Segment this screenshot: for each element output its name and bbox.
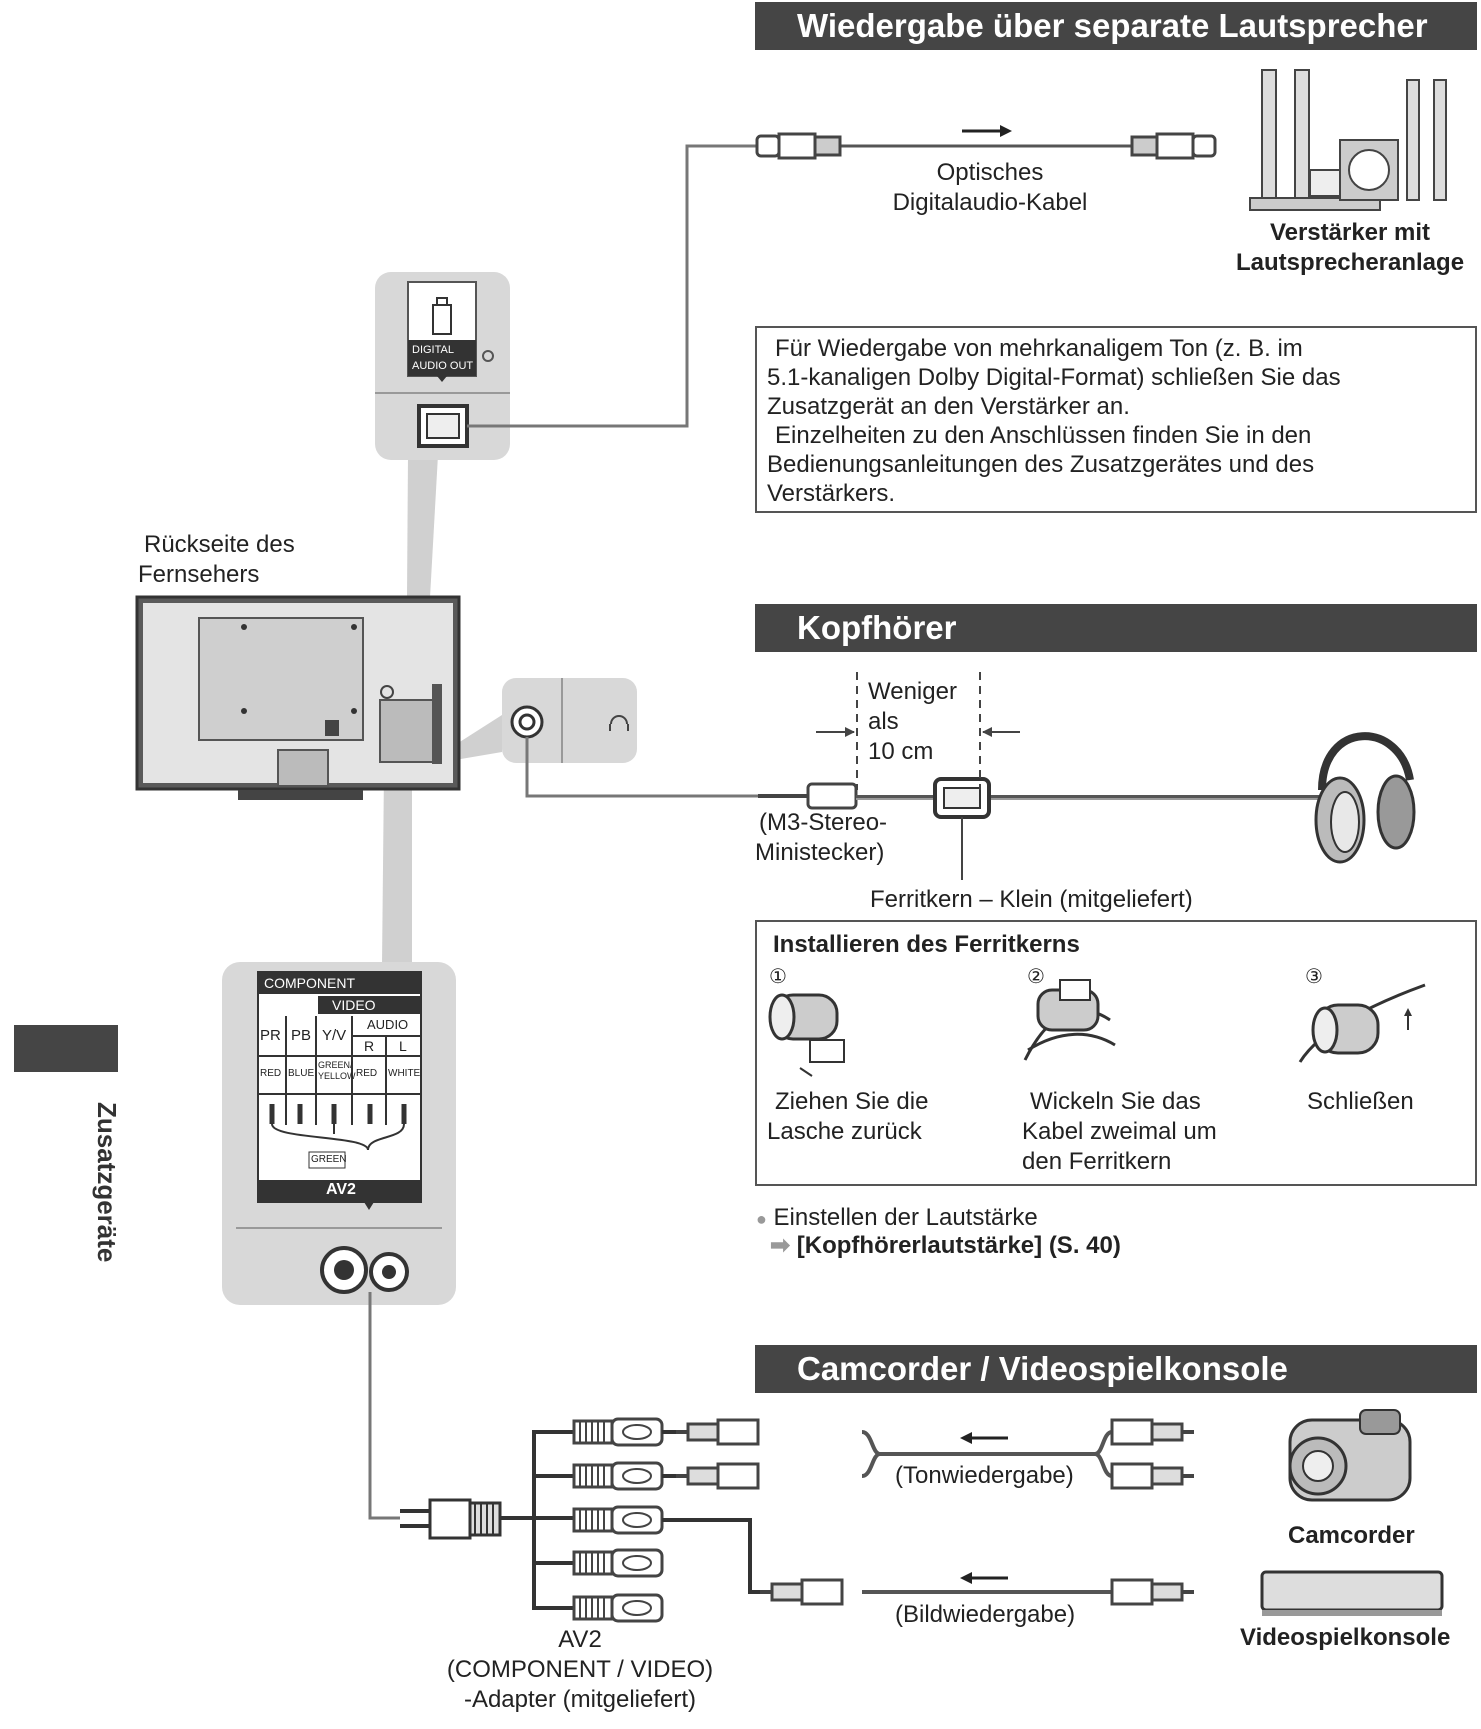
step-3-number: ③ — [1305, 966, 1323, 988]
av2-yv-label: Y/V — [322, 1027, 347, 1044]
section-header-camcorder: Camcorder / Videospielkonsole — [755, 1345, 1477, 1393]
step-3-text: Schließen — [1307, 1088, 1414, 1115]
section-header-headphones: Kopfhörer — [755, 604, 1477, 652]
volume-note: ● Einstellen der Lautstärke — [756, 1204, 1038, 1231]
section-header-speakers: Wiedergabe über separate Lautsprecher — [755, 2, 1477, 50]
av2-name-label: AV2 — [326, 1181, 356, 1198]
ferrite-install-box: Installieren des Ferritkerns ① ② ③ Ziehe… — [755, 920, 1477, 1186]
arrow-left-icon — [960, 1572, 1008, 1584]
arrow-left-icon — [960, 1432, 1008, 1444]
av2-cable-route — [368, 1292, 400, 1520]
optical-cable-route — [467, 144, 762, 428]
av2-blue-label: BLUE — [288, 1068, 315, 1079]
ferrite-step3-icon — [1298, 983, 1426, 1063]
av2-pr-label: PR — [260, 1027, 281, 1044]
audio-playback-label: (Tonwiedergabe) — [895, 1462, 1074, 1489]
volume-link[interactable]: ➡ [Kopfhörerlautstärke] (S. 40) — [770, 1232, 1121, 1259]
beam-av2 — [382, 770, 412, 965]
distance-label: Weniger als 10 cm — [868, 678, 957, 765]
av2-audio-label: AUDIO — [367, 1017, 409, 1032]
adapter-label: AV2 (COMPONENT / VIDEO) -Adapter (mitgel… — [446, 1626, 714, 1713]
av2-panel — [222, 962, 456, 1305]
ferrite-core-icon — [933, 777, 991, 880]
step-1-number: ① — [769, 966, 787, 988]
svg-text:AUDIO OUT: AUDIO OUT — [412, 360, 473, 372]
multichannel-info-box: Für Wiedergabe von mehrkanaligem Ton (z.… — [755, 326, 1477, 513]
game-console-icon — [1260, 1570, 1444, 1616]
tv-back-label: Rückseite des Fernsehers — [138, 531, 295, 588]
mini-plug — [758, 782, 858, 810]
console-label: Videospielkonsole — [1240, 1624, 1451, 1651]
ferrite-step1-icon — [768, 993, 845, 1077]
mini-plug-label: (M3-Stereo- Ministecker) — [755, 809, 888, 866]
tv-back-illustration — [135, 595, 461, 800]
video-playback-label: (Bildwiedergabe) — [895, 1601, 1076, 1628]
headphone-port-panel — [502, 678, 637, 763]
bullet-icon: ● — [756, 1209, 767, 1229]
av2-green-label: GREEN — [311, 1154, 347, 1165]
av2-component-label: COMPONENT — [264, 975, 355, 991]
ferrite-install-title: Installieren des Ferritkerns — [773, 931, 1080, 958]
camcorder-icon — [1288, 1409, 1412, 1502]
audio-cable — [861, 1430, 1113, 1478]
av2-video-label: VIDEO — [332, 997, 376, 1013]
distance-marker — [816, 672, 1020, 790]
speaker-system-icon — [1249, 69, 1447, 211]
arrow-right-icon: ➡ — [770, 1232, 791, 1259]
av2-green-yellow-label: GREEN/ YELLOW — [318, 1060, 356, 1081]
step-1-text: Ziehen Sie die Lasche zurück — [767, 1088, 929, 1145]
av2-r-label: R — [364, 1038, 375, 1054]
svg-text:DIGITAL: DIGITAL — [412, 344, 454, 356]
av2-white-label: WHITE — [388, 1068, 421, 1079]
optical-cable-label: Optisches Digitalaudio-Kabel — [892, 159, 1088, 216]
av2-red2-label: RED — [356, 1068, 378, 1079]
headphones-icon — [1314, 732, 1416, 864]
camcorder-label: Camcorder — [1288, 1522, 1415, 1549]
ferrite-core-label: Ferritkern – Klein (mitgeliefert) — [870, 886, 1193, 913]
side-tab-label: Zusatzgeräte — [92, 1102, 122, 1263]
optical-plug-left — [755, 132, 842, 160]
side-tab-marker — [14, 1025, 118, 1072]
arrow-right-icon — [962, 125, 1012, 137]
beam-headphone — [455, 715, 502, 760]
av2-pb-label: PB — [291, 1027, 312, 1044]
av2-l-label: L — [399, 1038, 407, 1054]
headphone-cable-route — [525, 737, 760, 798]
amplifier-label: Verstärker mit Lautsprecheranlage — [1235, 219, 1465, 276]
step-2-number: ② — [1027, 966, 1045, 988]
av2-red-label: RED — [260, 1068, 282, 1079]
av2-adapter-plug — [400, 1498, 502, 1540]
step-2-text: Wickeln Sie das Kabel zweimal um den Fer… — [1022, 1088, 1217, 1175]
ferrite-step2-icon — [1023, 979, 1116, 1061]
digital-audio-out-panel: DIGITAL AUDIO OUT — [375, 272, 510, 460]
optical-plug-right — [1130, 132, 1217, 160]
